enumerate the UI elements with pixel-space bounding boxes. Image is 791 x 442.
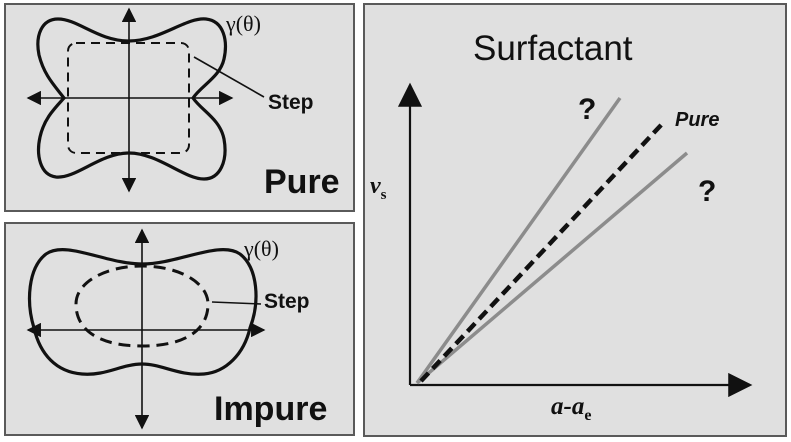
- unknown-upper-label: ?: [578, 93, 597, 126]
- impure-step-oval: [74, 264, 210, 348]
- pure-step-pointer: [193, 56, 265, 98]
- unknown-lower-label: ?: [698, 175, 717, 208]
- pure-panel: γ(θ) Step Pure: [4, 3, 355, 212]
- x-axis-label-main: a-a: [551, 393, 585, 420]
- pure-dashed-line: [419, 121, 665, 383]
- impure-panel: γ(θ) Step Impure: [4, 222, 355, 436]
- impure-title: Impure: [214, 390, 328, 428]
- pure-diagram: [26, 7, 265, 193]
- surfactant-panel: Surfactant vs a-ae Pure ? ?: [363, 3, 787, 437]
- impure-gamma-curve: [27, 248, 258, 376]
- surfactant-lower-line: [415, 151, 689, 385]
- pure-line-label: Pure: [675, 109, 720, 131]
- surfactant-upper-line: [415, 96, 622, 385]
- surfactant-diagram: [397, 82, 753, 398]
- pure-step-label: Step: [268, 91, 314, 114]
- y-axis-label-main: v: [370, 173, 381, 199]
- y-axis-label: vs: [370, 173, 387, 204]
- x-axis-label: a-ae: [551, 393, 591, 425]
- impure-step-pointer: [211, 301, 262, 305]
- impure-step-label: Step: [264, 290, 310, 313]
- surfactant-title: Surfactant: [473, 29, 633, 68]
- y-axis-label-sub: s: [380, 186, 387, 203]
- pure-title: Pure: [264, 163, 340, 201]
- pure-gamma-curve: [36, 17, 228, 181]
- pure-step-square: [67, 42, 190, 154]
- x-axis-label-sub: e: [584, 407, 592, 424]
- impure-diagram: [26, 228, 266, 430]
- impure-gamma-label: γ(θ): [244, 236, 279, 261]
- pure-gamma-label: γ(θ): [226, 11, 261, 36]
